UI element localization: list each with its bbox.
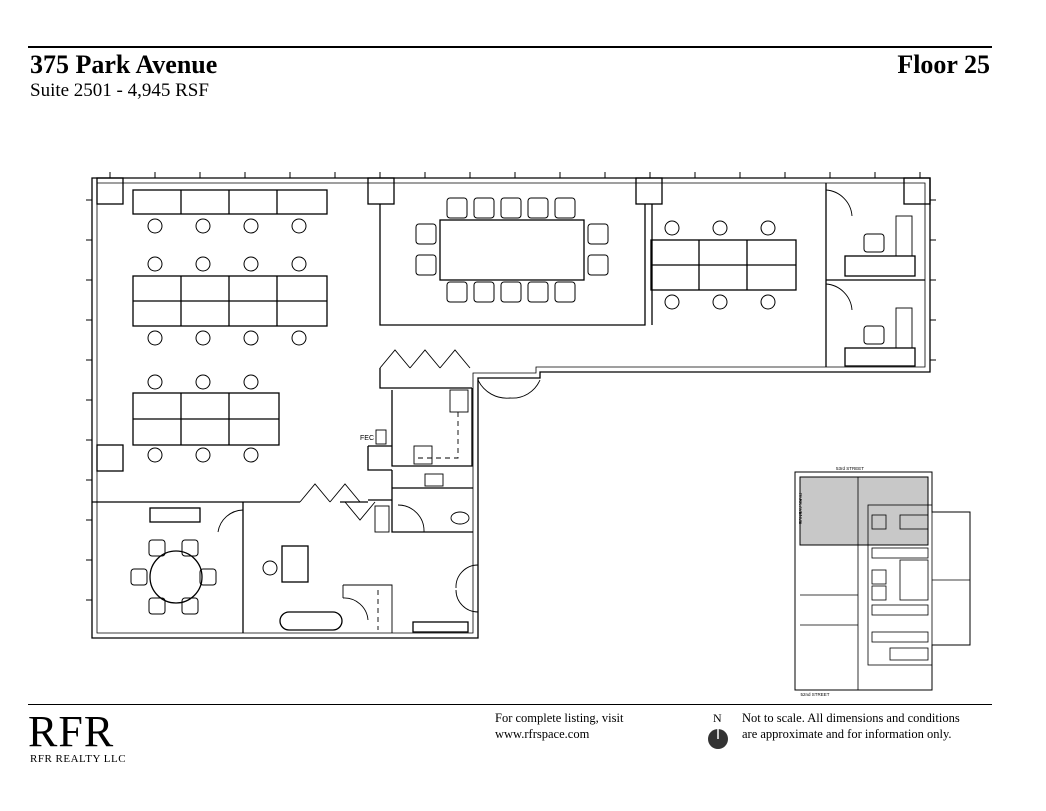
closet	[342, 584, 393, 633]
keyplan-street-top: 53rd STREET	[836, 466, 864, 471]
office-desk	[844, 347, 916, 367]
keyplan-avenue: PARK AVENUE	[798, 493, 803, 524]
window-mullions	[86, 172, 936, 601]
toilet	[450, 511, 470, 525]
inner-wall	[96, 182, 926, 634]
workstations-row-2	[132, 275, 328, 327]
fec-label: FEC	[360, 435, 374, 442]
disclaimer: Not to scale. All dimensions and conditi…	[742, 710, 960, 742]
floor-plan: FEC	[86, 172, 936, 639]
column	[96, 444, 124, 472]
conference-table	[439, 219, 585, 281]
footer-rule	[28, 704, 992, 705]
keyplan-street-bottom: 52nd STREET	[800, 692, 829, 697]
fec-cabinet	[375, 429, 387, 445]
office-walls	[825, 183, 925, 367]
listing-info: For complete listing, visit www.rfrspace…	[495, 710, 623, 742]
workstations-row-1	[132, 189, 328, 215]
outer-wall	[91, 177, 931, 639]
suite-subtitle: Suite 2501 - 4,945 RSF	[30, 80, 209, 101]
listing-url[interactable]: www.rfrspace.com	[495, 727, 590, 741]
chairs	[147, 218, 307, 463]
keyplan-outline	[794, 471, 971, 691]
reception-bench	[279, 611, 343, 631]
column	[367, 177, 395, 205]
office-desk	[844, 255, 916, 277]
building-title: 375 Park Avenue	[30, 50, 218, 79]
north-label: N	[713, 711, 722, 725]
office-door	[825, 189, 853, 311]
suite-highlight	[799, 476, 929, 546]
conference-wall	[379, 204, 646, 326]
rfr-logo: RFR	[28, 707, 115, 756]
double-door	[299, 483, 376, 521]
entry-doors	[455, 564, 479, 613]
round-table-chairs	[130, 539, 217, 615]
company-name: RFR REALTY LLC	[30, 753, 127, 765]
pantry-walls	[367, 368, 473, 471]
north-arrow-icon	[708, 727, 728, 749]
column	[903, 177, 931, 205]
reception-desk	[281, 545, 309, 583]
key-plan: 53rd STREET 52nd STREET PARK AVENUE	[794, 466, 971, 697]
header-rule	[28, 46, 992, 48]
disclaimer-line-2: are approximate and for information only…	[742, 727, 952, 741]
meeting-door	[217, 509, 244, 533]
workstations-row-3	[132, 392, 280, 446]
column	[96, 177, 124, 205]
conference-chairs	[415, 197, 609, 303]
floor-label: Floor 25	[897, 50, 990, 79]
listing-line-1: For complete listing, visit	[495, 711, 624, 725]
workstations-east	[650, 239, 797, 291]
pantry-doors	[379, 349, 541, 399]
restroom-walls	[368, 470, 473, 533]
chairs-east	[664, 220, 776, 310]
keyplan-core	[867, 504, 933, 666]
round-table	[149, 550, 203, 604]
column	[635, 177, 663, 205]
disclaimer-line-1: Not to scale. All dimensions and conditi…	[742, 711, 960, 725]
